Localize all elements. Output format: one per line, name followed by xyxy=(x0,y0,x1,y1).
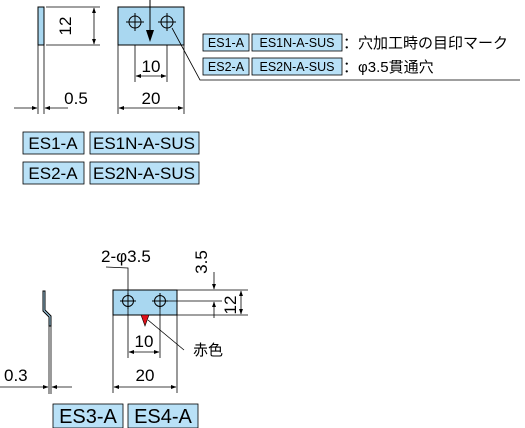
bottom-side-profile xyxy=(42,290,52,327)
top-note-2-model-b: ES2N-A-SUS xyxy=(259,60,334,74)
top-model-es2n-a-sus: ES2N-A-SUS xyxy=(93,164,195,183)
bottom-model-es3-a: ES3-A xyxy=(59,406,117,428)
top-model-es1n-a-sus: ES1N-A-SUS xyxy=(93,134,195,153)
top-plate xyxy=(117,6,185,46)
top-model-row-1: ES1-A ES1N-A-SUS xyxy=(22,131,200,155)
top-dim-height: 12 xyxy=(56,17,75,36)
bottom-dim-hole-spec: 2-φ3.5 xyxy=(101,247,151,266)
bottom-dim-thickness: 0.3 xyxy=(4,366,28,385)
top-center-mark xyxy=(146,30,154,42)
top-note-1-model-b: ES1N-A-SUS xyxy=(259,36,334,50)
bottom-dim-width: 20 xyxy=(136,366,155,385)
top-hole-left xyxy=(126,13,144,31)
top-dim-width: 20 xyxy=(142,89,161,108)
top-model-es2-a: ES2-A xyxy=(28,164,78,183)
bottom-drawing xyxy=(0,266,248,394)
bottom-dim-pitch: 10 xyxy=(135,332,154,351)
top-drawing xyxy=(14,0,520,114)
top-dim-pitch: 10 xyxy=(142,57,161,76)
top-note-1-model-a: ES1-A xyxy=(208,36,245,50)
bottom-dim-hole-offset: 3.5 xyxy=(192,250,211,274)
bottom-model-es4-a: ES4-A xyxy=(134,406,192,428)
top-side-view-strip xyxy=(37,6,45,46)
bottom-hole-left xyxy=(120,293,136,309)
bottom-plate xyxy=(112,289,178,316)
bottom-dim-height: 12 xyxy=(221,296,240,315)
bottom-red-label: 赤色 xyxy=(193,342,223,359)
top-hole-right xyxy=(158,13,176,31)
top-note-2: ES2-A ES2N-A-SUS ：φ3.5貫通穴 xyxy=(202,57,434,76)
top-model-row-2: ES2-A ES2N-A-SUS xyxy=(22,161,200,185)
bottom-red-marker xyxy=(140,314,150,327)
top-note-2-text: ：φ3.5貫通穴 xyxy=(343,59,434,76)
top-dim-thickness: 0.5 xyxy=(64,89,88,108)
top-note-2-model-a: ES2-A xyxy=(208,60,245,74)
top-note-1-text: ：穴加工時の目印マーク xyxy=(343,35,508,52)
top-model-es1-a: ES1-A xyxy=(28,134,78,153)
top-note-1: ES1-A ES1N-A-SUS ：穴加工時の目印マーク xyxy=(202,33,508,52)
bottom-hole-right xyxy=(152,293,168,309)
bottom-model-labels: ES3-A ES4-A xyxy=(52,403,199,428)
